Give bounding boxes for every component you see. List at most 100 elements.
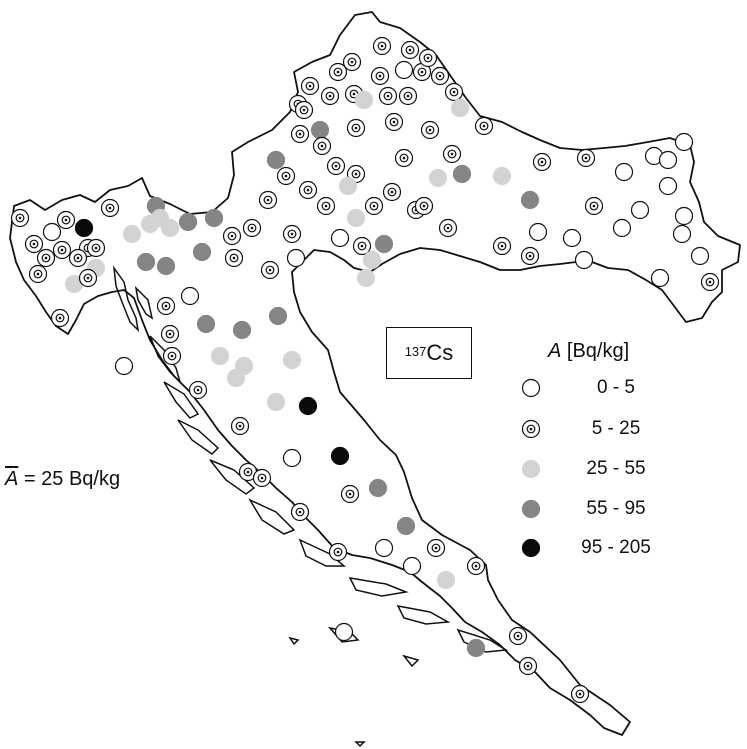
site-marker-bullseye xyxy=(100,198,120,218)
site-marker-bullseye xyxy=(492,236,512,256)
site-marker-solid xyxy=(450,98,470,118)
site-marker-bullseye xyxy=(86,238,106,258)
site-marker-bullseye xyxy=(222,226,242,246)
site-marker-bullseye xyxy=(426,538,446,558)
site-marker-bullseye xyxy=(188,380,208,400)
site-marker-solid xyxy=(520,190,540,210)
site-marker-bullseye xyxy=(230,416,250,436)
site-marker-solid xyxy=(310,120,330,140)
site-marker-solid xyxy=(521,538,541,558)
legend-item: 55 - 95 xyxy=(520,496,646,522)
site-marker-open xyxy=(672,224,692,244)
site-marker-bullseye xyxy=(584,196,604,216)
site-marker-solid xyxy=(266,150,286,170)
site-marker-bullseye xyxy=(342,52,362,72)
site-marker-open xyxy=(658,176,678,196)
site-marker-solid xyxy=(354,90,374,110)
isotope-symbol: Cs xyxy=(426,340,454,365)
site-marker-bullseye xyxy=(400,40,420,60)
site-marker-bullseye xyxy=(160,324,180,344)
mean-value: = 25 Bq/kg xyxy=(18,468,121,490)
site-marker-bullseye xyxy=(156,296,176,316)
site-marker-bullseye xyxy=(300,76,320,96)
site-marker-solid xyxy=(362,250,382,270)
site-marker-solid xyxy=(356,268,376,288)
mean-symbol: A xyxy=(5,468,19,490)
legend-marker-solid xyxy=(521,538,541,558)
site-marker-solid xyxy=(428,168,448,188)
site-marker-solid xyxy=(298,396,318,416)
site-marker-bullseye xyxy=(326,156,346,176)
site-marker-bullseye xyxy=(576,148,596,168)
site-marker-bullseye xyxy=(238,462,258,482)
legend-item: 25 - 55 xyxy=(520,456,646,482)
legend-title: A [Bq/kg] xyxy=(548,340,629,363)
site-marker-bullseye xyxy=(320,86,340,106)
site-marker-open xyxy=(286,248,306,268)
islands xyxy=(112,265,509,748)
site-marker-bullseye xyxy=(700,272,720,292)
site-marker-bullseye xyxy=(282,224,302,244)
legend-item: 95 - 205 xyxy=(520,535,651,561)
site-marker-bullseye xyxy=(78,268,98,288)
site-marker-bullseye xyxy=(252,468,272,488)
site-marker-bullseye xyxy=(394,148,414,168)
site-marker-bullseye xyxy=(444,82,464,102)
site-marker-bullseye xyxy=(382,182,402,202)
site-marker-solid xyxy=(368,478,388,498)
site-marker-bullseye xyxy=(52,240,72,260)
site-marker-bullseye xyxy=(364,196,384,216)
site-marker-bullseye xyxy=(312,136,332,156)
site-marker-solid xyxy=(436,570,456,590)
site-marker-bullseye xyxy=(290,502,310,522)
site-marker-solid xyxy=(136,252,156,272)
legend-range-label: 95 - 205 xyxy=(581,537,651,558)
site-marker-solid xyxy=(226,368,246,388)
site-marker-open xyxy=(612,218,632,238)
site-marker-bullseye xyxy=(28,264,48,284)
site-marker-solid xyxy=(268,306,288,326)
site-marker-bullseye xyxy=(430,66,450,86)
site-marker-bullseye xyxy=(518,656,538,676)
site-marker-bullseye xyxy=(260,260,280,280)
site-marker-solid xyxy=(396,516,416,536)
site-marker-bullseye xyxy=(418,48,438,68)
site-marker-solid xyxy=(282,350,302,370)
site-marker-solid xyxy=(204,208,224,228)
site-marker-open xyxy=(690,246,710,266)
site-marker-bullseye xyxy=(36,248,56,268)
site-marker-bullseye xyxy=(68,248,88,268)
site-marker-open xyxy=(630,200,650,220)
site-marker-bullseye xyxy=(298,180,318,200)
site-marker-solid xyxy=(452,164,472,184)
legend-range-label: 5 - 25 xyxy=(591,418,641,439)
site-marker-bullseye xyxy=(474,116,494,136)
site-marker-bullseye xyxy=(508,626,528,646)
site-marker-bullseye xyxy=(294,100,314,120)
site-marker-open xyxy=(282,448,302,468)
legend-marker-solid xyxy=(521,459,541,479)
site-marker-bullseye xyxy=(258,190,278,210)
site-marker-open xyxy=(650,268,670,288)
site-marker-open xyxy=(562,228,582,248)
site-marker-open xyxy=(674,206,694,226)
legend-range-label: 25 - 55 xyxy=(586,458,646,479)
site-marker-solid xyxy=(122,224,142,244)
site-marker-bullseye xyxy=(346,118,366,138)
site-marker-open xyxy=(528,222,548,242)
site-marker-bullseye xyxy=(340,484,360,504)
site-marker-solid xyxy=(346,208,366,228)
legend-range-label: 55 - 95 xyxy=(586,498,646,519)
site-marker-open xyxy=(574,250,594,270)
site-marker-open xyxy=(334,622,354,642)
site-marker-bullseye xyxy=(372,36,392,56)
site-marker-solid xyxy=(210,346,230,366)
site-marker-bullseye xyxy=(442,144,462,164)
site-marker-bullseye xyxy=(520,246,540,266)
site-marker-bullseye xyxy=(328,542,348,562)
site-marker-bullseye xyxy=(10,208,30,228)
site-marker-open xyxy=(394,60,414,80)
site-marker-open xyxy=(521,378,541,398)
site-marker-open xyxy=(658,150,678,170)
